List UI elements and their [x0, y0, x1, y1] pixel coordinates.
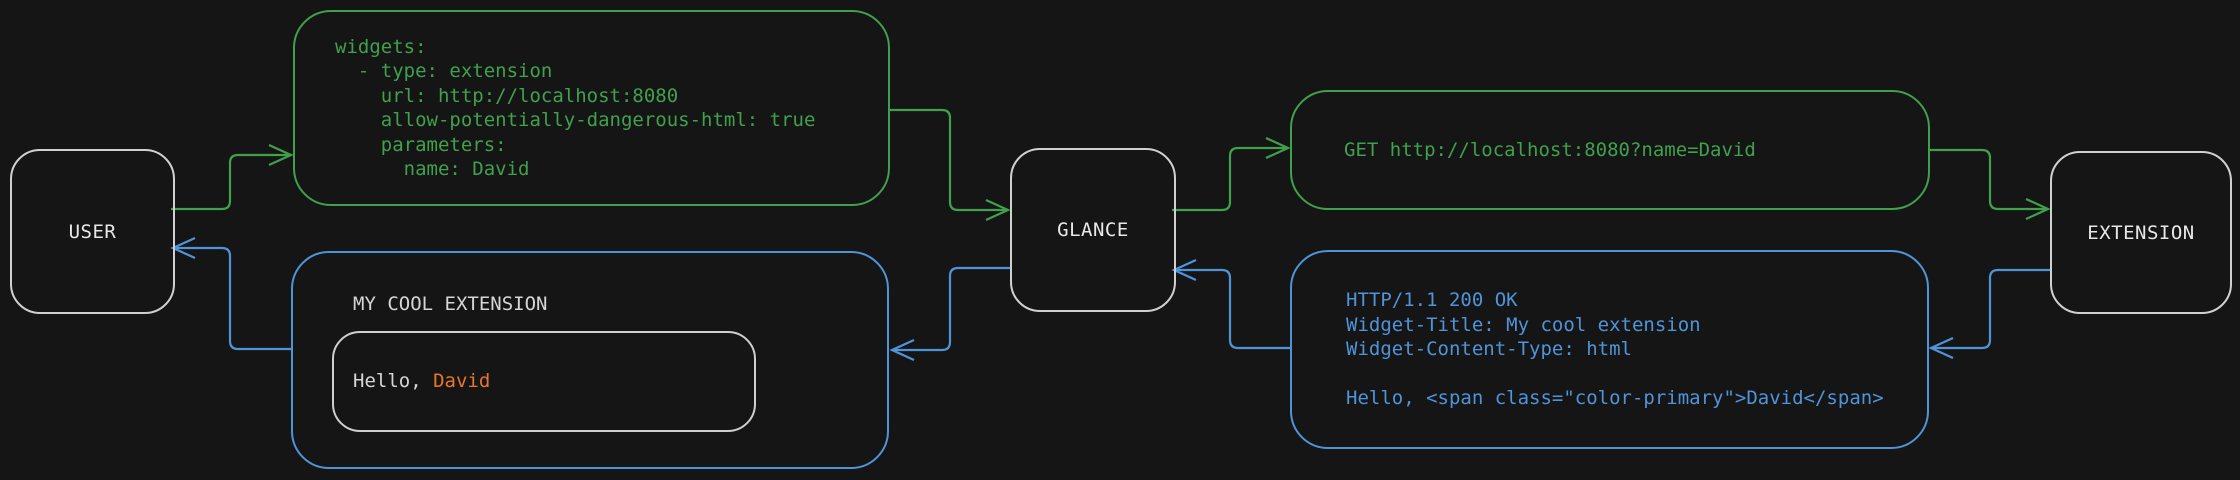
yaml-config-code: widgets: - type: extension url: http://l… [335, 35, 816, 181]
greeting-line: Hello, David [334, 369, 490, 394]
arrow-request-to-extension [1930, 148, 2051, 221]
greeting-prefix: Hello, [353, 370, 434, 393]
arrow-widget-to-user [170, 236, 291, 351]
arrow-config-to-glance [890, 108, 1011, 222]
node-user-label: USER [68, 220, 117, 243]
node-extension-label: EXTENSION [2087, 221, 2195, 244]
http-request-box: GET http://localhost:8080?name=David [1290, 90, 1930, 210]
arrow-glance-to-request [1172, 136, 1291, 212]
yaml-config-box: widgets: - type: extension url: http://l… [293, 10, 890, 206]
node-glance-label: GLANCE [1057, 219, 1129, 241]
arrow-extension-to-response [1928, 268, 2050, 360]
http-request-text: GET http://localhost:8080?name=David [1344, 138, 1756, 161]
node-extension: EXTENSION [2050, 151, 2232, 314]
widget-preview-box: Hello, David [332, 331, 756, 432]
arrow-glance-to-widget [889, 266, 1010, 362]
node-glance: GLANCE [1010, 148, 1176, 312]
arrow-response-to-glance [1171, 258, 1290, 350]
arrow-user-to-config [171, 143, 294, 211]
rendered-widget-box: MY COOL EXTENSION Hello, David [291, 251, 889, 469]
greeting-name: David [433, 370, 491, 393]
http-response-code: HTTP/1.1 200 OK Widget-Title: My cool ex… [1346, 289, 1884, 410]
widget-title: MY COOL EXTENSION [353, 293, 548, 315]
node-user: USER [10, 149, 175, 314]
http-response-box: HTTP/1.1 200 OK Widget-Title: My cool ex… [1290, 250, 1929, 449]
